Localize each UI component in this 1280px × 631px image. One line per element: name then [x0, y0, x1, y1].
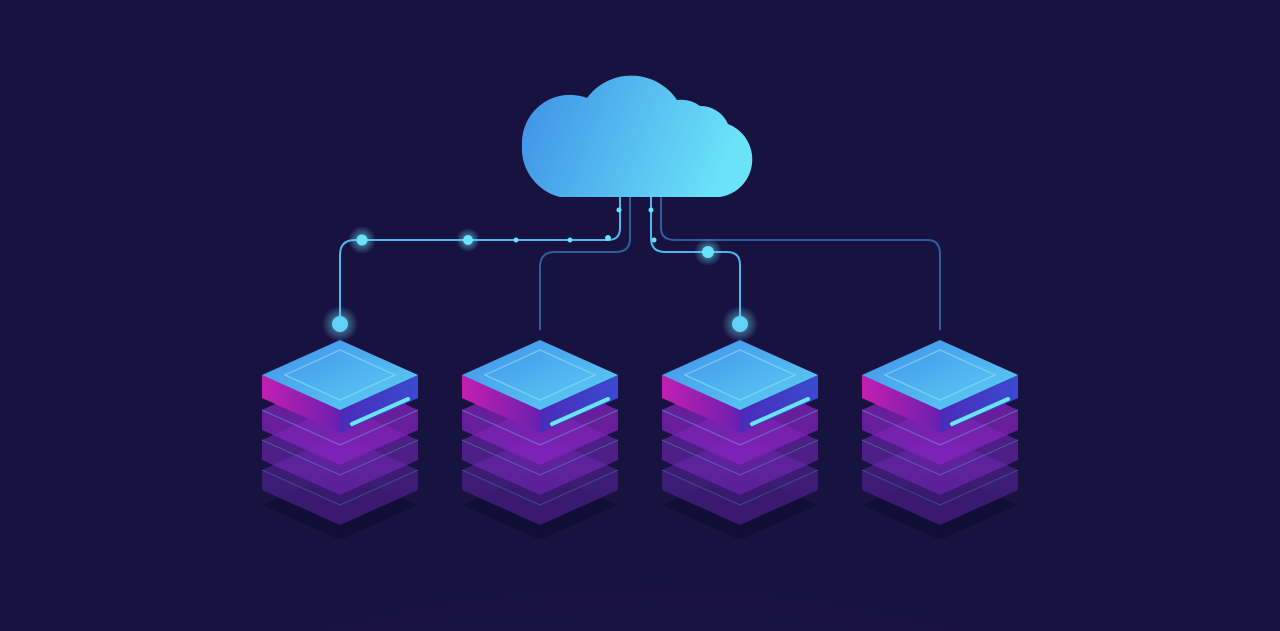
cloud-icon [521, 75, 753, 197]
server-stack-1 [260, 306, 420, 542]
server-stack-3 [660, 306, 820, 542]
server-stack-4 [860, 338, 1020, 542]
connection-nodes [348, 207, 722, 266]
server-stack-2 [460, 338, 620, 542]
floor-glow [20, 280, 1260, 631]
